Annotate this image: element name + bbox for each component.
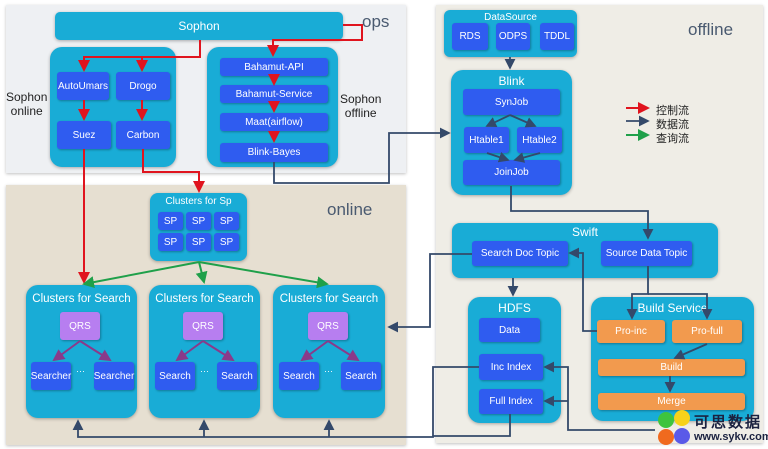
sp-node[interactable]: SP [158, 233, 183, 251]
build-node[interactable]: Build [598, 359, 745, 376]
sp-node[interactable]: SP [186, 233, 211, 251]
legend-data-flow: 数据流 [656, 119, 689, 131]
merge-node[interactable]: Merge [598, 393, 745, 410]
joinjob-node[interactable]: JoinJob [463, 160, 560, 185]
search-cluster-1: Clusters for Search [26, 285, 137, 418]
suez-node[interactable]: Suez [57, 121, 111, 149]
autoumars-node[interactable]: AutoUmars [57, 72, 109, 100]
sophon-bar[interactable]: Sophon [55, 12, 343, 40]
watermark-url: www.sykv.com [694, 431, 768, 443]
htable2-node[interactable]: Htable2 [517, 127, 562, 153]
watermark-logo [656, 410, 696, 448]
htable1-node[interactable]: Htable1 [464, 127, 509, 153]
query-flow-arrows [82, 129, 650, 289]
qrs-node[interactable]: QRS [60, 312, 100, 340]
rds-node[interactable]: RDS [452, 23, 488, 50]
qrs-node[interactable]: QRS [308, 312, 348, 340]
search-node[interactable]: Search [341, 362, 381, 390]
bahamut-service-node[interactable]: Bahamut-Service [220, 85, 328, 103]
offline-label: offline [688, 20, 734, 39]
watermark-text: 可思数据 [694, 414, 763, 431]
legend-query-flow: 查询流 [656, 133, 689, 145]
sp-node[interactable]: SP [186, 212, 211, 230]
drogo-node[interactable]: Drogo [116, 72, 170, 100]
source-data-topic-node[interactable]: Source Data Topic [601, 241, 692, 266]
search-cluster-2: Clusters for Search [149, 285, 260, 418]
pro-full-node[interactable]: Pro-full [672, 320, 742, 343]
ellipsis: ··· [324, 366, 333, 376]
qrs-arrows [52, 340, 360, 362]
online-label: online [327, 200, 373, 219]
search-node[interactable]: Search [279, 362, 319, 390]
full-index-node[interactable]: Full Index [479, 389, 543, 414]
tddl-node[interactable]: TDDL [540, 23, 574, 50]
sp-node[interactable]: SP [158, 212, 183, 230]
bahamut-api-node[interactable]: Bahamut-API [220, 58, 328, 76]
ops-label: ops [362, 12, 390, 31]
search-cluster-3: Clusters for Search [273, 285, 385, 418]
searcher-node[interactable]: Searcher [94, 362, 134, 390]
synjob-node[interactable]: SynJob [463, 89, 560, 115]
carbon-node[interactable]: Carbon [116, 121, 170, 149]
search-node[interactable]: Search [155, 362, 195, 390]
ellipsis: ··· [200, 366, 209, 376]
odps-node[interactable]: ODPS [496, 23, 530, 50]
sp-node[interactable]: SP [214, 212, 239, 230]
pro-inc-node[interactable]: Pro-inc [597, 320, 665, 343]
legend-control-flow: 控制流 [656, 105, 689, 117]
search-node[interactable]: Search [217, 362, 257, 390]
data-flow-arrows [72, 57, 713, 438]
inc-index-node[interactable]: Inc Index [479, 354, 543, 380]
data-node[interactable]: Data [479, 318, 540, 342]
sp-node[interactable]: SP [214, 233, 239, 251]
ellipsis: ··· [76, 366, 85, 376]
searcher-node[interactable]: Searcher [31, 362, 71, 390]
search-doc-topic-node[interactable]: Search Doc Topic [472, 241, 568, 266]
qrs-node[interactable]: QRS [183, 312, 223, 340]
blink-bayes-node[interactable]: Blink-Bayes [220, 143, 328, 162]
maat-node[interactable]: Maat(airflow) [220, 113, 328, 131]
control-flow-arrows [78, 24, 650, 284]
